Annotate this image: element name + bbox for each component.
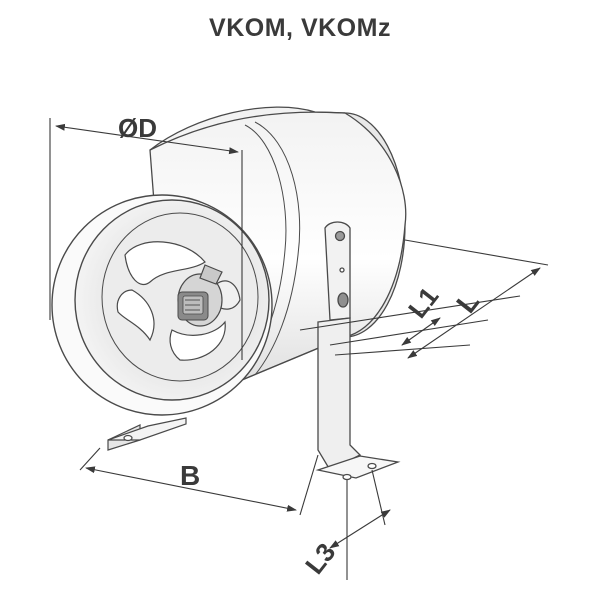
label-length-1: L1 <box>402 281 444 323</box>
impeller <box>116 241 241 361</box>
label-diameter: ØD <box>118 113 157 143</box>
length-3-dimension-line <box>329 509 391 549</box>
label-length: L <box>450 286 485 319</box>
label-length-3: L3 <box>299 537 341 579</box>
inlet-ring <box>51 194 273 416</box>
diagram-title: VKOM, VKOMz <box>209 14 391 42</box>
rear-bracket <box>315 221 401 481</box>
diameter-dimension-line <box>55 123 239 155</box>
dimension-lines <box>49 118 549 580</box>
base-dimension-line <box>85 466 297 512</box>
length-1-dimension-line <box>401 317 441 346</box>
front-bracket <box>107 417 187 451</box>
label-base: B <box>180 460 200 491</box>
